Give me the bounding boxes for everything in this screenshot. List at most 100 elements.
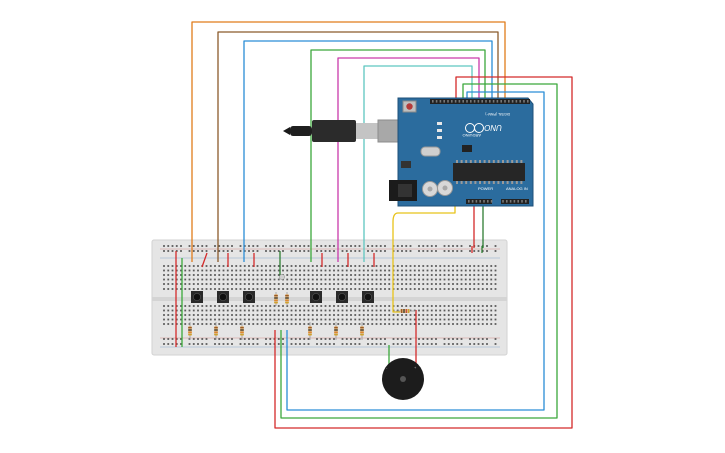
- hole: [197, 343, 199, 345]
- hole: [379, 314, 382, 316]
- hole: [226, 305, 229, 307]
- hole: [277, 338, 280, 340]
- hole: [396, 309, 399, 312]
- hole: [418, 323, 420, 325]
- hole: [337, 288, 340, 290]
- pushbutton-cap[interactable]: [364, 293, 372, 301]
- resistor-band: [285, 302, 289, 304]
- arduino-uno-board[interactable]: [389, 97, 534, 207]
- piezo-buzzer[interactable]: -+: [382, 358, 424, 400]
- hole: [460, 338, 463, 340]
- hole: [362, 283, 365, 285]
- hole: [214, 318, 216, 321]
- hole: [201, 314, 204, 316]
- hole: [299, 250, 301, 252]
- hole: [163, 323, 165, 325]
- hole: [163, 274, 165, 276]
- hole: [350, 343, 352, 345]
- hole: [464, 265, 467, 267]
- pushbutton-cap[interactable]: [338, 293, 346, 301]
- hole: [413, 305, 416, 307]
- hole: [175, 309, 178, 312]
- hole: [486, 338, 488, 340]
- hole: [401, 323, 403, 325]
- hole: [252, 343, 255, 345]
- hole: [367, 343, 369, 345]
- hole: [486, 318, 488, 321]
- pushbutton-cap[interactable]: [193, 293, 201, 301]
- hole: [358, 288, 361, 290]
- hole: [205, 269, 208, 272]
- hole: [180, 288, 182, 290]
- hole: [299, 314, 301, 316]
- pushbutton[interactable]: [243, 291, 255, 303]
- hole: [333, 314, 335, 316]
- hole: [396, 250, 399, 252]
- chip-pin: [520, 181, 523, 184]
- hole: [328, 343, 331, 345]
- hole: [269, 250, 272, 252]
- resistor-band: [274, 302, 278, 304]
- pushbutton-cap[interactable]: [245, 293, 253, 301]
- hole: [222, 250, 225, 252]
- resistor: [308, 322, 312, 340]
- hole: [354, 343, 357, 345]
- hole: [367, 309, 369, 312]
- resistor: [188, 322, 192, 340]
- hole: [405, 283, 408, 285]
- resistor-band: [240, 331, 244, 333]
- pushbutton[interactable]: [310, 291, 322, 303]
- hole: [282, 245, 284, 247]
- resistor-band: [360, 329, 364, 331]
- hole: [307, 283, 310, 285]
- hole: [311, 269, 314, 272]
- hole: [265, 343, 267, 345]
- hole: [163, 309, 165, 312]
- hole: [430, 343, 433, 345]
- hole: [294, 309, 297, 312]
- hole: [307, 305, 310, 307]
- pushbutton-cap[interactable]: [219, 293, 227, 301]
- hole: [396, 274, 399, 276]
- hole: [231, 323, 233, 325]
- hole: [490, 265, 493, 267]
- hole: [239, 245, 242, 247]
- hole: [184, 283, 187, 285]
- hole: [362, 269, 365, 272]
- hole: [384, 288, 386, 290]
- hole: [371, 318, 374, 321]
- hole: [379, 343, 382, 345]
- pushbutton[interactable]: [191, 291, 203, 303]
- hole: [273, 269, 276, 272]
- header-pin: [496, 100, 499, 103]
- blue-ground-wire: [286, 91, 545, 411]
- hole: [477, 269, 480, 272]
- hole: [180, 305, 182, 307]
- hole: [311, 265, 314, 267]
- resistor-band: [334, 334, 338, 336]
- hole: [354, 288, 357, 290]
- hole: [226, 309, 229, 312]
- chip-pin: [456, 181, 458, 184]
- resistor-band: [405, 309, 407, 313]
- hole: [269, 288, 272, 290]
- hole: [460, 343, 463, 345]
- pushbutton[interactable]: [362, 291, 374, 303]
- hole: [180, 269, 182, 272]
- usb-cable[interactable]: [283, 119, 414, 143]
- hole: [248, 274, 250, 276]
- power-pin-header: [466, 199, 492, 204]
- pushbutton-cap[interactable]: [312, 293, 320, 301]
- pushbutton[interactable]: [217, 291, 229, 303]
- reset-button-cap[interactable]: [406, 103, 413, 110]
- hole: [243, 338, 246, 340]
- hole: [371, 323, 374, 325]
- green-wire: [310, 49, 486, 262]
- pushbutton[interactable]: [336, 291, 348, 303]
- hole: [481, 265, 484, 267]
- hole: [294, 323, 297, 325]
- resistor-band: [274, 297, 278, 299]
- hole: [167, 283, 170, 285]
- hole: [273, 265, 276, 267]
